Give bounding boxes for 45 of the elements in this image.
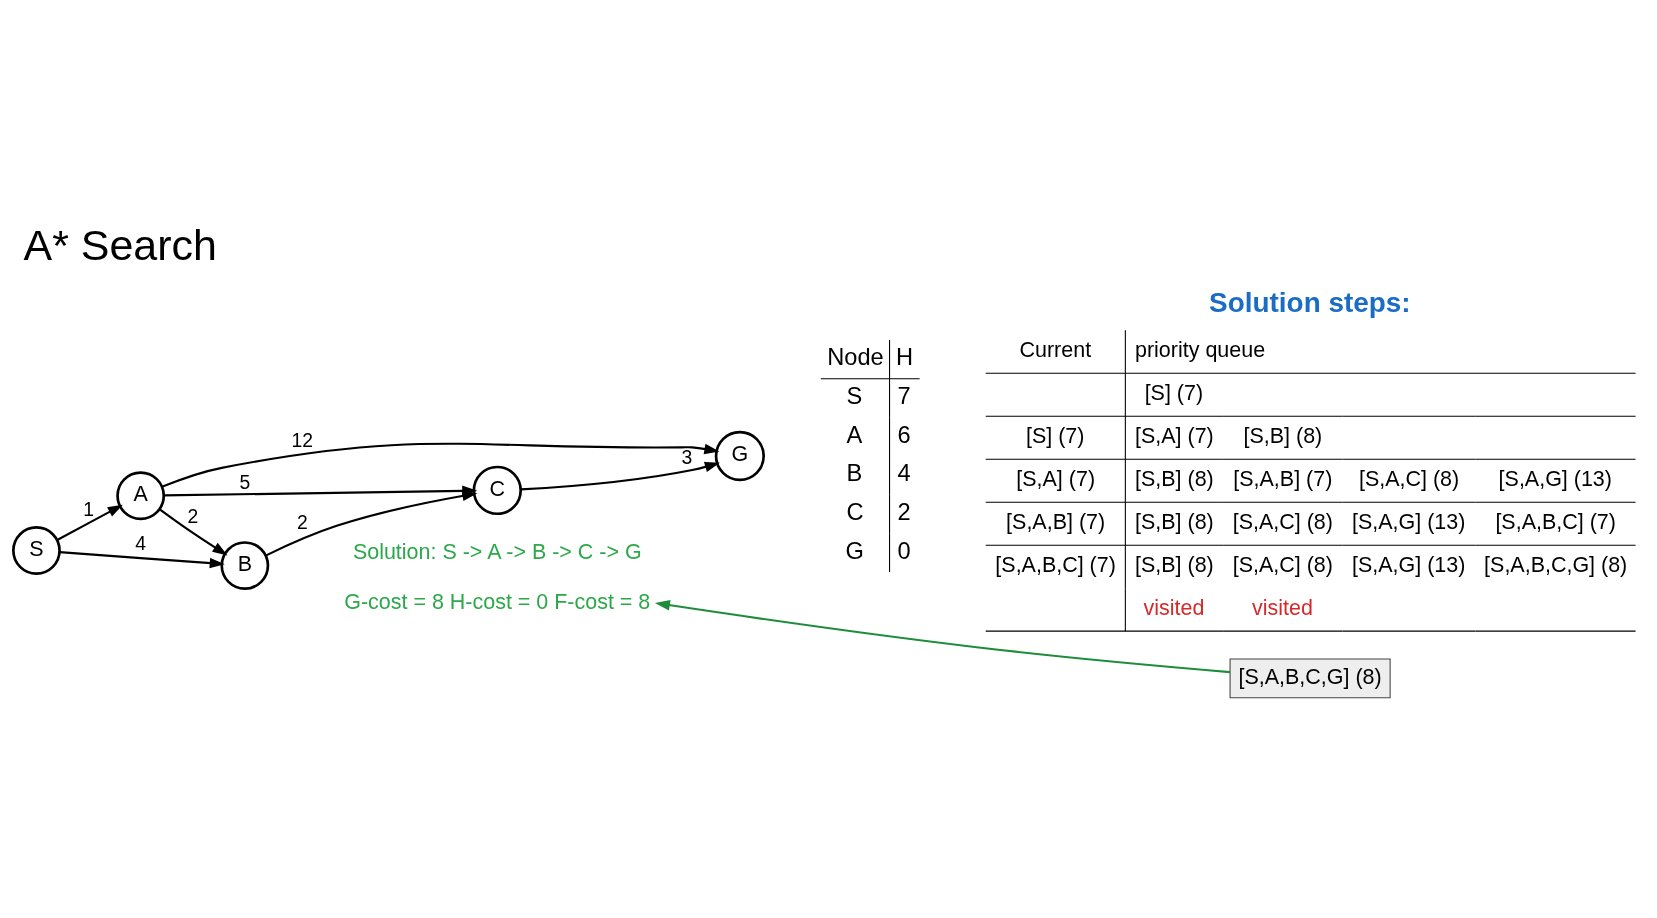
label: [S,A,G] (13)	[1351, 509, 1466, 534]
label: priority queue	[1135, 337, 1266, 362]
label: visited	[1143, 595, 1205, 620]
label: [S,A,B,C] (7)	[995, 552, 1116, 577]
label: [S,A,B,C] (7)	[1495, 509, 1616, 534]
label: S	[846, 382, 863, 409]
label: Current	[1019, 337, 1092, 362]
label: Solution steps:	[1209, 286, 1411, 318]
label: A	[846, 421, 863, 448]
label: [S,B] (8)	[1135, 552, 1214, 577]
label: 7	[897, 382, 911, 409]
label: [S,A] (7)	[1016, 466, 1096, 491]
label: B	[846, 459, 863, 486]
edge-label: 2	[187, 505, 199, 527]
label: [S,A,C] (8)	[1232, 552, 1333, 577]
node-text: Solution: S -> A -> B -> C -> G G-cost = 8 H-cost = 0 F-cost = 8	[344, 539, 651, 614]
label: [S,B] (8)	[1243, 423, 1323, 448]
label: [S] (7)	[1144, 380, 1204, 405]
label: [S,A] (7)	[1135, 423, 1214, 448]
label: [S,A,G] (13)	[1351, 552, 1466, 577]
edge-label: 4	[135, 532, 147, 554]
label: 6	[897, 421, 911, 448]
label: G	[845, 537, 864, 564]
edge-label: 12	[291, 429, 314, 451]
label: H	[896, 343, 914, 370]
label: [S,A,B] (7)	[1006, 509, 1106, 534]
label: C	[846, 498, 864, 525]
label: visited	[1252, 595, 1313, 620]
edge-label: 5	[239, 471, 251, 493]
label: [S,A,C] (8)	[1232, 509, 1333, 534]
edge-label: 1	[83, 498, 94, 520]
label: [S,B] (8)	[1135, 509, 1214, 534]
label: [S] (7)	[1025, 423, 1085, 448]
label: [S,A,B,C,G] (8)	[1484, 552, 1628, 577]
edge-label: 2	[296, 511, 308, 533]
label: 4	[897, 459, 911, 486]
diagram-title: A* Search	[23, 220, 217, 269]
edge-label: 3	[681, 446, 693, 468]
label: [S,A,B] (7)	[1233, 466, 1333, 491]
label: 0	[897, 537, 911, 564]
label: [S,A,G] (13)	[1498, 466, 1612, 491]
label: 2	[897, 498, 911, 525]
label: [S,A,C] (8)	[1358, 466, 1460, 491]
label: Node	[827, 343, 884, 370]
label: [S,B] (8)	[1135, 466, 1214, 491]
